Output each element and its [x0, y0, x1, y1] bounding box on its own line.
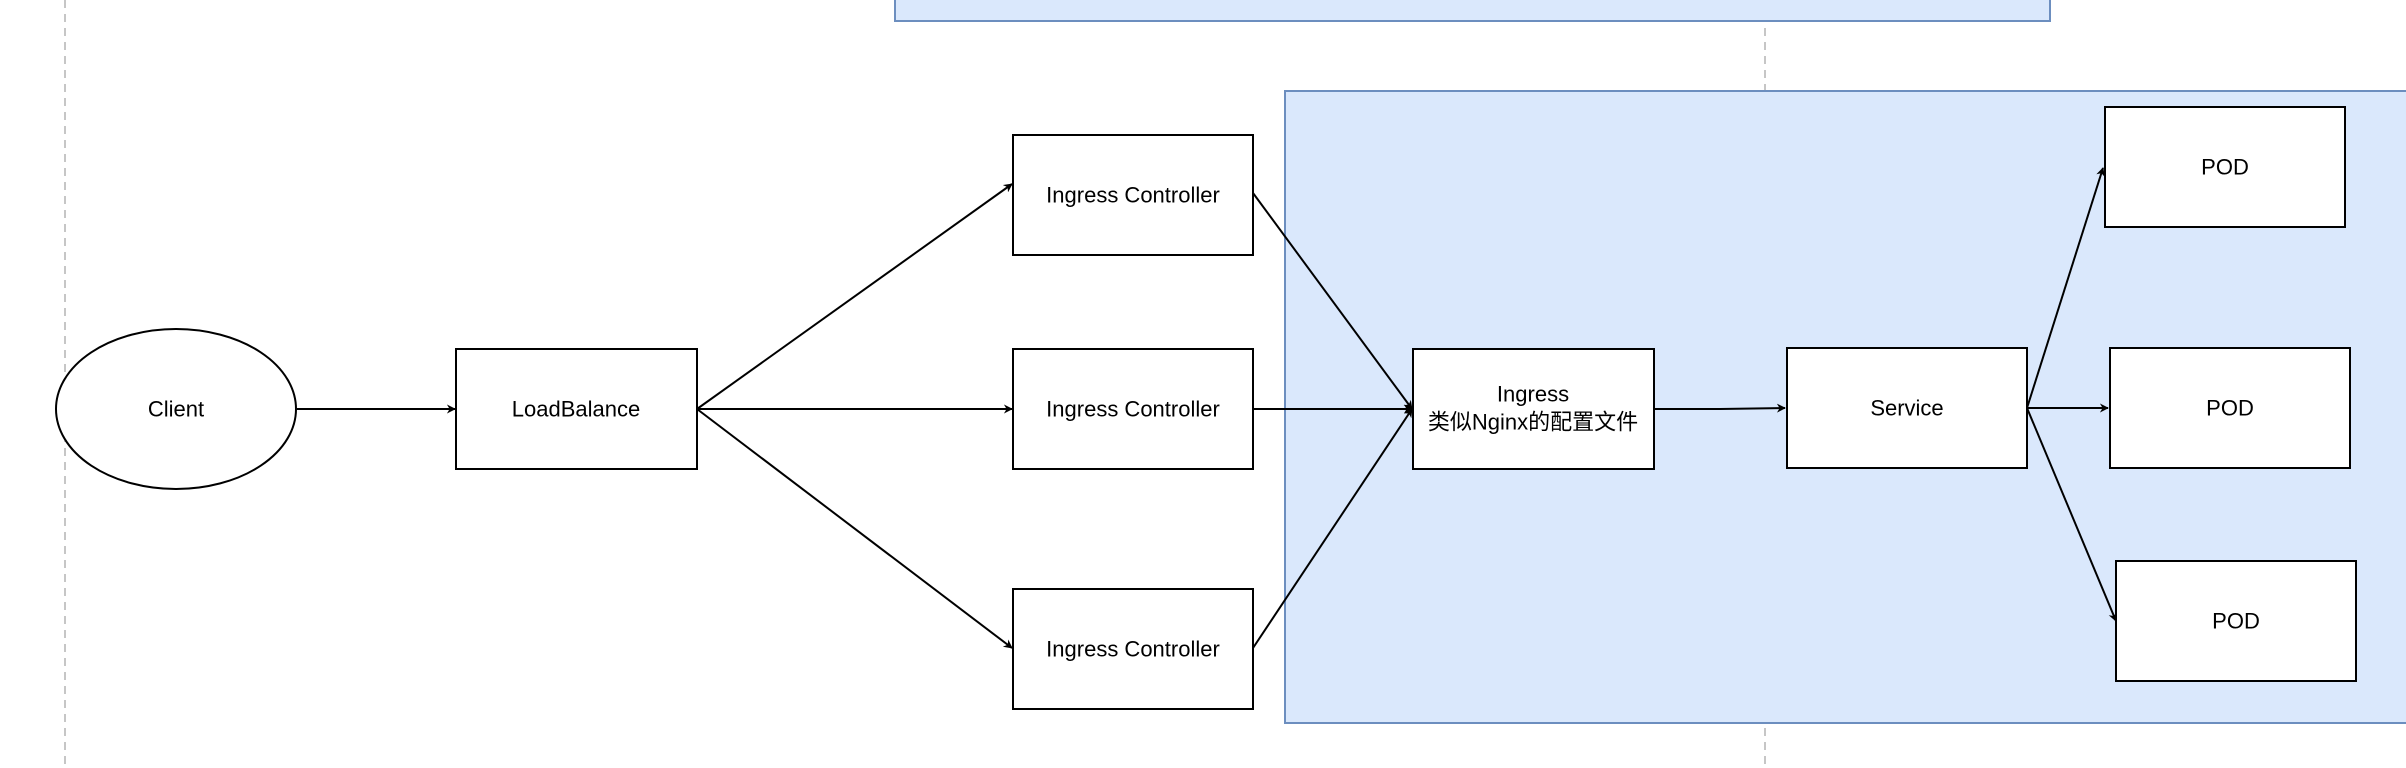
- edge-loadbalance-to-ingress-controller-3: [696, 408, 1013, 649]
- pod-2-label: POD: [2206, 396, 2254, 421]
- node-pod-2[interactable]: POD: [2109, 347, 2351, 469]
- pod-1-label: POD: [2201, 155, 2249, 180]
- node-service[interactable]: Service: [1786, 347, 2028, 469]
- node-ingress-controller-2[interactable]: Ingress Controller: [1012, 348, 1254, 470]
- node-ingress[interactable]: Ingress 类似Nginx的配置文件: [1412, 348, 1655, 470]
- node-ingress-controller-1[interactable]: Ingress Controller: [1012, 134, 1254, 256]
- loadbalance-label: LoadBalance: [512, 397, 640, 422]
- edge-ingress-controller-3-to-ingress: [1252, 408, 1413, 649]
- edge-service-to-pod-3: [2026, 407, 2118, 622]
- node-client[interactable]: Client: [55, 328, 297, 490]
- service-label: Service: [1870, 396, 1943, 421]
- edge-ingress-to-service: [1654, 403, 1786, 413]
- ingress-controller-2-label: Ingress Controller: [1046, 397, 1220, 422]
- ingress-label-line1: Ingress: [1497, 382, 1569, 407]
- edge-ingress-controller-1-to-ingress: [1252, 192, 1413, 410]
- node-pod-3[interactable]: POD: [2115, 560, 2357, 682]
- edge-service-to-pod-1: [2026, 167, 2105, 409]
- pod-3-label: POD: [2212, 609, 2260, 634]
- ingress-label-line2: 类似Nginx的配置文件: [1428, 410, 1638, 435]
- top-cluster-container: [894, 0, 2051, 22]
- node-loadbalance[interactable]: LoadBalance: [455, 348, 698, 470]
- node-pod-1[interactable]: POD: [2104, 106, 2346, 228]
- edge-loadbalance-to-ingress-controller-1: [696, 183, 1013, 410]
- ingress-controller-1-label: Ingress Controller: [1046, 183, 1220, 208]
- node-ingress-controller-3[interactable]: Ingress Controller: [1012, 588, 1254, 710]
- edges: [297, 167, 2118, 649]
- client-label: Client: [148, 397, 204, 422]
- ingress-controller-3-label: Ingress Controller: [1046, 637, 1220, 662]
